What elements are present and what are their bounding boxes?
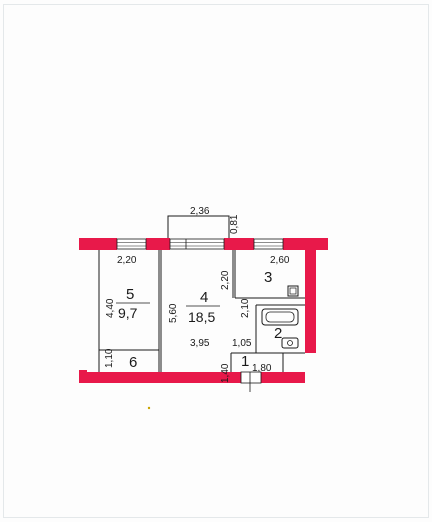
dim-room4-length: 5,60 [168,303,179,323]
dim-room3-width: 2,60 [270,255,290,266]
dim-room4-width: 3,95 [190,338,210,349]
top-wall-mid-2 [224,238,254,250]
speck-mark [147,406,151,410]
room-4-area: 18,5 [188,309,215,325]
dim-room5-length: 4,40 [105,298,116,318]
dim-room3-length: 2,10 [240,298,251,318]
entrance-door [240,371,262,392]
sheet-border [3,4,429,518]
room-3-number: 3 [264,269,272,286]
window-room5 [116,238,147,250]
windows [116,238,284,392]
dim-balcony-depth: 0,81 [229,214,240,234]
room-6-number: 6 [129,354,137,371]
bottom-wall-right [261,372,305,383]
exterior-walls [79,238,328,383]
balcony [167,215,230,238]
right-wall [305,248,316,353]
dim-entry-length: 1,40 [220,363,231,383]
top-wall-mid-1 [146,238,170,250]
dimension-labels: 2,36 0,81 2,20 2,60 4,40 5,60 2,20 2,10 … [104,206,290,383]
room-2-number: 2 [274,325,282,342]
top-wall-right [283,238,328,250]
room-labels: 5 9,7 4 18,5 3 2 6 1 [116,269,282,371]
dim-room5-width: 2,20 [117,255,137,266]
window-balcony-door [169,238,225,250]
dim-entry-width: 1,80 [252,363,272,374]
dim-room4-partial-width: 2,20 [220,270,231,290]
window-room3 [253,238,284,250]
room-1-number: 1 [241,353,249,370]
sink-icon [281,337,299,349]
dim-room6-length: 1,10 [104,348,115,368]
interior-walls [98,250,305,372]
top-wall-left [79,238,117,250]
room-4-number: 4 [200,289,208,306]
room-5-number: 5 [126,286,134,303]
room-5-area: 9,7 [118,305,138,321]
dim-corridor-width: 1,05 [232,338,252,349]
bathtub-icon [261,308,299,326]
bottom-wall-left [79,372,241,383]
left-wall-nub [79,370,87,383]
dim-balcony-width: 2,36 [190,206,210,217]
toilet-icon [287,285,299,297]
